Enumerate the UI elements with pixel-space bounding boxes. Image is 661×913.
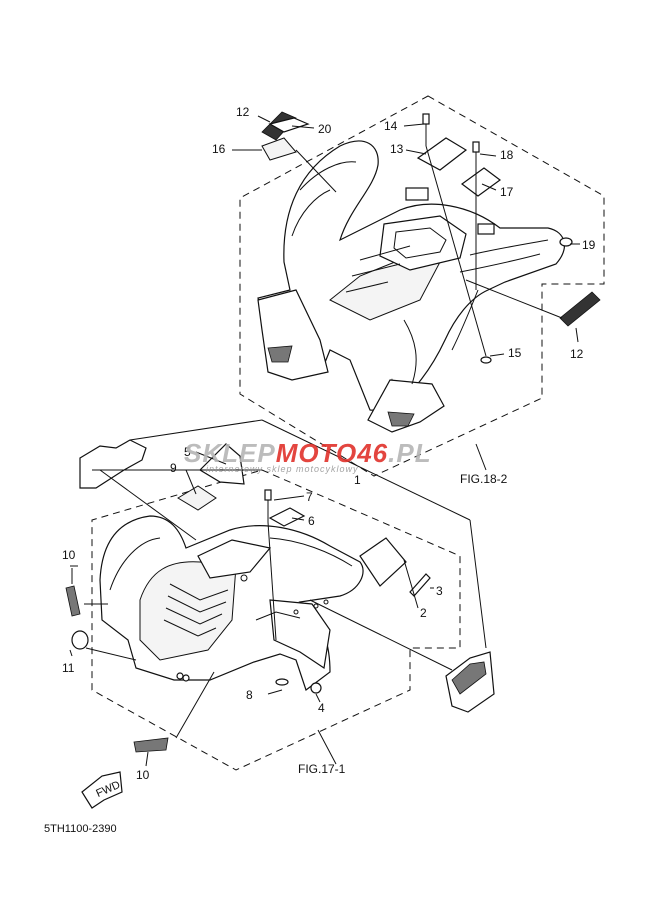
front-assembly-boundary (91, 469, 461, 771)
decal-9 (177, 485, 217, 511)
callout-12-lower: 12 (570, 347, 584, 361)
decal-10-upper (65, 585, 81, 617)
front-fastener (182, 674, 190, 682)
watermark-brand-part1: SKLEP (184, 438, 276, 468)
front-side-panel (269, 599, 331, 670)
figure-ref-upper: FIG.18-2 (460, 472, 508, 486)
watermark-brand-part3: .PL (388, 438, 431, 468)
grommet-8 (275, 678, 289, 686)
watermark-tagline: internetowy sklep motocyklowy (206, 464, 359, 474)
sheet-17 (460, 167, 502, 197)
svg-text:SKLEPMOTO46.PL: SKLEPMOTO46.PL (184, 438, 432, 468)
rear-right-arch (367, 379, 445, 433)
front-grille (139, 561, 237, 661)
plate-2 (359, 537, 407, 587)
callout-7: 7 (306, 490, 313, 504)
rear-assembly-boundary (239, 95, 605, 477)
bolt-14 (422, 113, 430, 125)
front-fender-assembly (91, 469, 461, 771)
callout-16: 16 (212, 142, 226, 156)
decal-16 (261, 137, 297, 161)
callout-6: 6 (308, 514, 315, 528)
callout-17: 17 (500, 185, 514, 199)
watermark-logo: SKLEPMOTO46.PL internetowy sklep motocyk… (184, 438, 432, 474)
callout-5: 5 (184, 445, 191, 459)
decal-12-lower (559, 291, 601, 327)
callout-13: 13 (390, 142, 404, 156)
decal-10-lower (133, 737, 169, 753)
callout-numbers: 12 20 16 14 13 18 17 19 15 12 5 9 1 7 6 … (62, 105, 596, 782)
callout-4: 4 (318, 701, 325, 715)
washer-4 (310, 682, 322, 694)
bolt-7 (264, 489, 272, 501)
rear-tab (405, 187, 429, 201)
callout-9: 9 (170, 461, 177, 475)
watermark-brand-part2: MOTO46 (276, 438, 388, 468)
leader-lines (69, 115, 580, 767)
sheet-6 (268, 507, 306, 527)
cap-11 (71, 630, 89, 650)
callout-18: 18 (500, 148, 514, 162)
front-fastener (176, 672, 184, 680)
bolt-3 (409, 573, 431, 597)
sheet-13 (416, 137, 468, 171)
diagram-part-code: 5TH1100-2390 (44, 823, 117, 835)
callout-2: 2 (420, 606, 427, 620)
rear-logo-decal-left (267, 345, 293, 363)
front-headlight-cover (197, 539, 272, 579)
rear-fender-assembly (239, 95, 605, 477)
decal-20 (268, 117, 310, 133)
callout-19: 19 (582, 238, 596, 252)
callout-1: 1 (354, 473, 361, 487)
grommet-19 (559, 237, 573, 247)
figure-ref-lower: FIG.17-1 (298, 762, 346, 776)
bolt-18 (472, 141, 480, 153)
callout-14: 14 (384, 119, 398, 133)
decal-large-upper (79, 439, 147, 489)
callout-10-upper: 10 (62, 548, 76, 562)
callout-10-lower: 10 (136, 768, 150, 782)
rear-logo-decal-right (387, 411, 415, 427)
callout-20: 20 (318, 122, 332, 136)
callout-12-upper: 12 (236, 105, 250, 119)
fwd-arrow-icon: FWD (81, 771, 123, 809)
rear-fender-tray (379, 215, 467, 271)
rear-decals-left (261, 111, 310, 161)
grommet-15 (480, 356, 492, 364)
callout-15: 15 (508, 346, 522, 360)
callout-11: 11 (62, 661, 75, 675)
front-decals-top (79, 439, 431, 694)
callout-8: 8 (246, 688, 253, 702)
callout-3: 3 (436, 584, 443, 598)
rear-tab (477, 223, 495, 235)
rear-small-parts (416, 113, 601, 364)
front-decals-side (65, 585, 495, 753)
